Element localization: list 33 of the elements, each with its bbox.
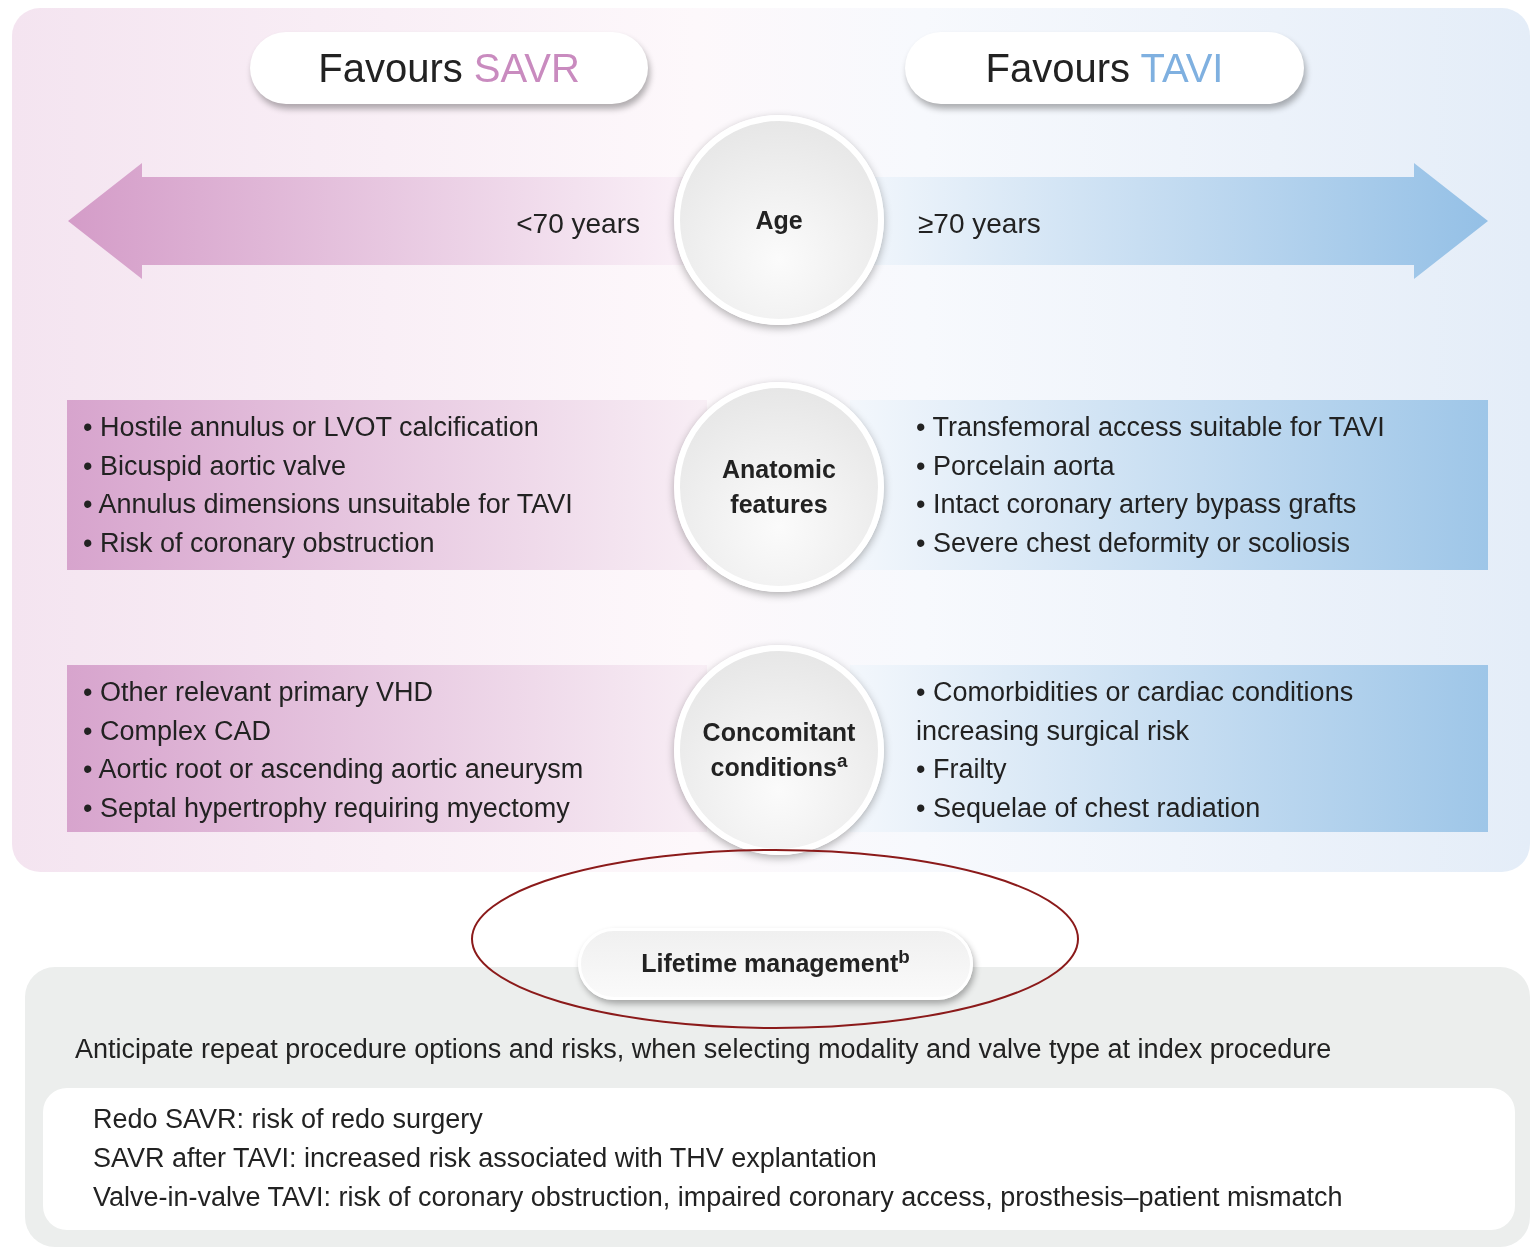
section-pill [578,928,973,1000]
note-line: Redo SAVR: risk of redo surgery [93,1103,484,1136]
bullet-item: • Septal hypertrophy requiring myectomy [83,791,571,825]
heading-pill [905,32,1304,104]
bullet-item: • Complex CAD [83,714,272,748]
note-line: Valve-in-valve TAVI: risk of coronary obstruction, impaired coronary access, prosthesis–patient mismatch [93,1181,1344,1214]
heading-pill [250,32,648,104]
criteria-band [67,400,707,570]
instruction-text: Anticipate repeat procedure options and risks, when selecting modality and valve type at index procedure [75,1033,1332,1066]
bullet-item: • Comorbidities or cardiac conditions increasing surgical risk [916,676,1355,748]
bullet-item: • Intact coronary artery bypass grafts [916,488,1358,521]
heading-text: Favours SAVR [318,45,580,92]
bullet-item: • Porcelain aorta [916,449,1116,483]
comparison-panel [12,8,1530,872]
bullet-item: • Annulus dimensions unsuitable for TAVI [83,488,574,521]
circle-label: Age [755,204,803,236]
bullet-item: • Frailty [916,753,1008,786]
bullet-item: • Other relevant primary VHD [83,676,435,709]
heading-text: Favours TAVI [985,45,1224,92]
note-line: SAVR after TAVI: increased risk associated with THV explantation [93,1142,878,1175]
range-label: ≥70 years [918,207,1041,241]
bullet-item: • Risk of coronary obstruction [83,526,436,560]
range-label: <70 years [516,207,640,241]
bullet-item: • Severe chest deformity or scoliosis [916,526,1352,560]
bullet-item: • Hostile annulus or LVOT calcification [83,411,540,444]
bullet-item: • Transfemoral access suitable for TAVI [916,411,1386,444]
section-label: Lifetime management$^{b}$ [641,945,910,980]
criteria-band [850,400,1488,570]
bullet-item: • Sequelae of chest radiation [916,791,1262,825]
bullet-item: • Aortic root or ascending aortic aneurysm [83,753,585,786]
circle-label: Anatomic features [721,454,837,520]
bullet-item: • Bicuspid aortic valve [83,449,348,483]
circle-label: Concomitant conditions$^{a}$ [701,717,857,783]
